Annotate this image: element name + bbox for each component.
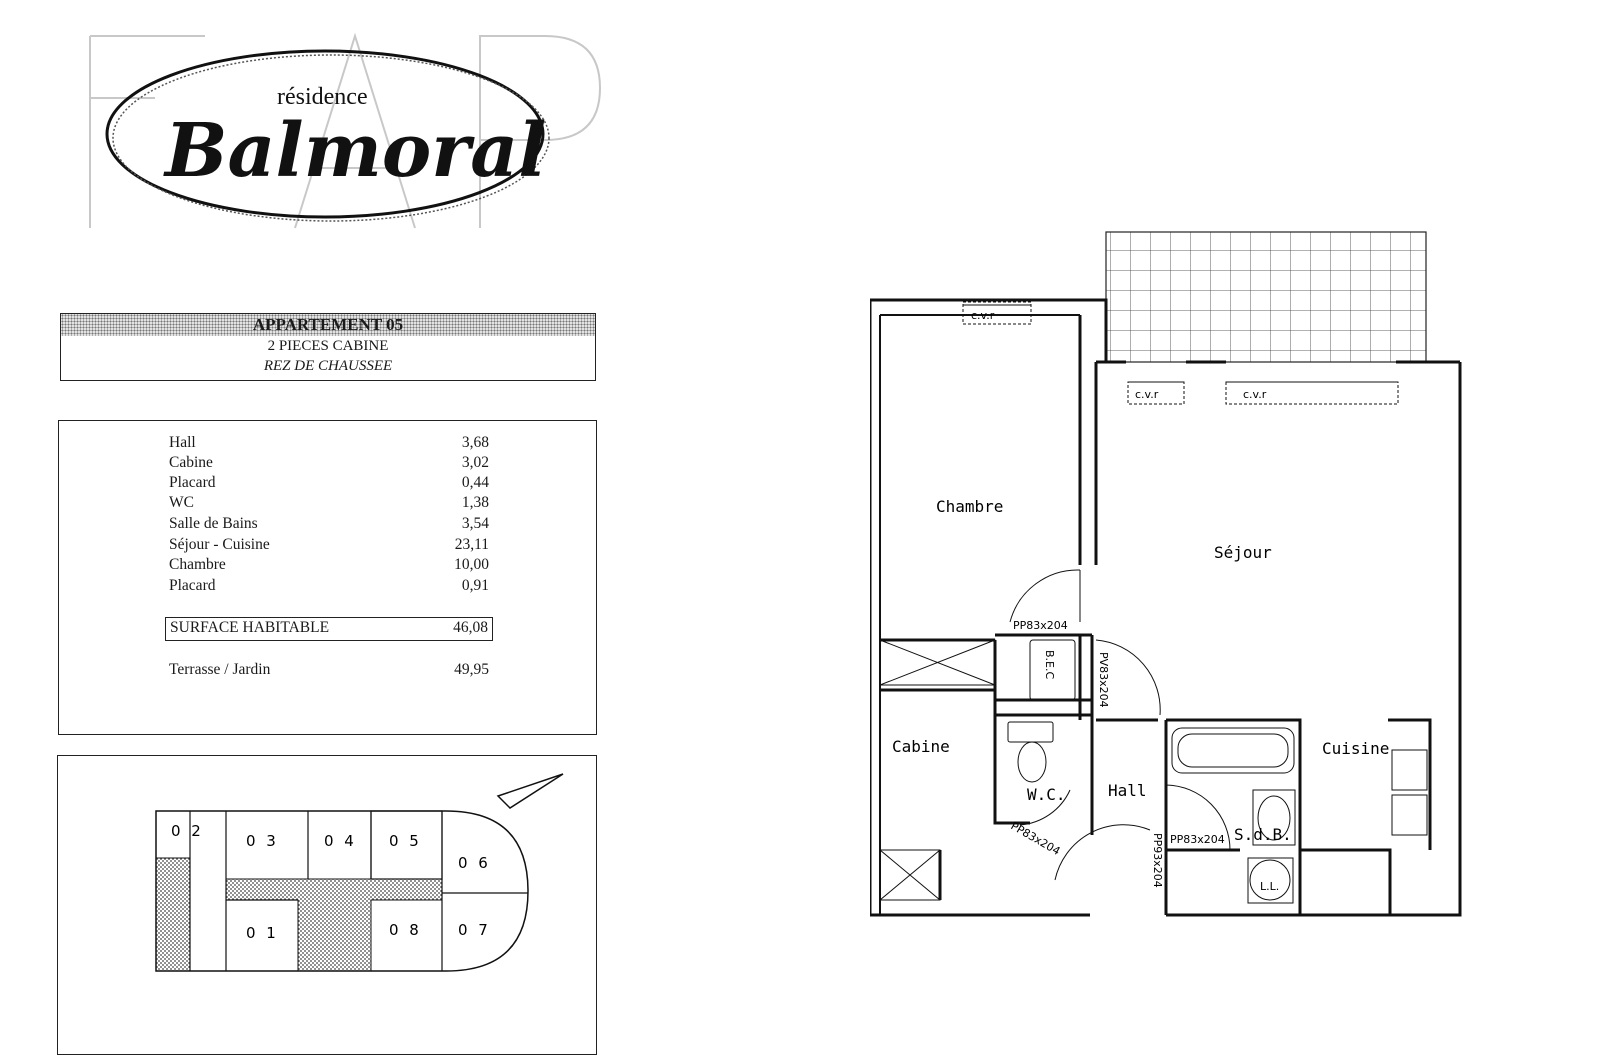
apartment-title-box: APPARTEMENT 05 2 PIECES CABINE REZ DE CH…	[60, 313, 596, 381]
building-outline	[155, 810, 529, 972]
unit-label: 0 5	[389, 832, 422, 850]
unit-label: 0 1	[246, 924, 279, 942]
logo-pretitle: résidence	[277, 84, 368, 110]
walls	[870, 298, 1462, 917]
door-label: PP93x204	[1151, 833, 1164, 888]
door-label: PV83x204	[1097, 652, 1110, 708]
apartment-subtitle: 2 PIECES CABINE	[267, 338, 389, 354]
residence-logo: résidence Balmoral	[89, 32, 602, 229]
logo-name: Balmoral	[163, 108, 546, 194]
room-cuisine: Cuisine	[1322, 739, 1389, 758]
floor-plan: c.v.r c.v.r c.v.r PP83x204 PV83x204 PP83…	[870, 231, 1462, 917]
bec-label: B.E.C	[1043, 650, 1056, 679]
apartment-level: REZ DE CHAUSSEE	[263, 358, 393, 374]
building-map: 0 2 0 3 0 4 0 5 0 6 0 1 0 8 0 7	[155, 773, 564, 972]
cvr-label: c.v.r	[1243, 388, 1267, 401]
door-label: PP83x204	[1170, 833, 1225, 846]
unit-label: 0 4	[324, 832, 357, 850]
unit-label: 0 3	[246, 832, 279, 850]
room-sdb: S.d.B.	[1234, 825, 1292, 844]
room-wc: W.C.	[1027, 785, 1066, 804]
door-label: PP83x204	[1013, 619, 1068, 632]
unit-label: 0 6	[458, 854, 491, 872]
door-label: PP83x204	[1009, 819, 1063, 858]
building-location-box: 0 2 0 3 0 4 0 5 0 6 0 1 0 8 0 7	[57, 755, 597, 1055]
logo-ellipse	[105, 49, 545, 219]
room-chambre: Chambre	[936, 497, 1003, 516]
north-arrow-icon	[496, 773, 564, 809]
watermark	[89, 32, 602, 229]
room-cabine: Cabine	[892, 737, 950, 756]
unit-label: 0 7	[458, 921, 491, 939]
unit-label: 0 8	[389, 921, 422, 939]
unit-05-highlight	[370, 810, 443, 880]
ll-label: L.L.	[1260, 880, 1279, 893]
room-hall: Hall	[1108, 781, 1147, 800]
cvr-label: c.v.r	[971, 309, 995, 322]
unit-label: 0 2	[171, 822, 204, 840]
courtyard-left	[155, 857, 191, 972]
apartment-title: APPARTEMENT 05	[61, 314, 595, 336]
room-sejour: Séjour	[1214, 543, 1272, 562]
terrace-grid	[1105, 231, 1427, 363]
cvr-label: c.v.r	[1135, 388, 1159, 401]
